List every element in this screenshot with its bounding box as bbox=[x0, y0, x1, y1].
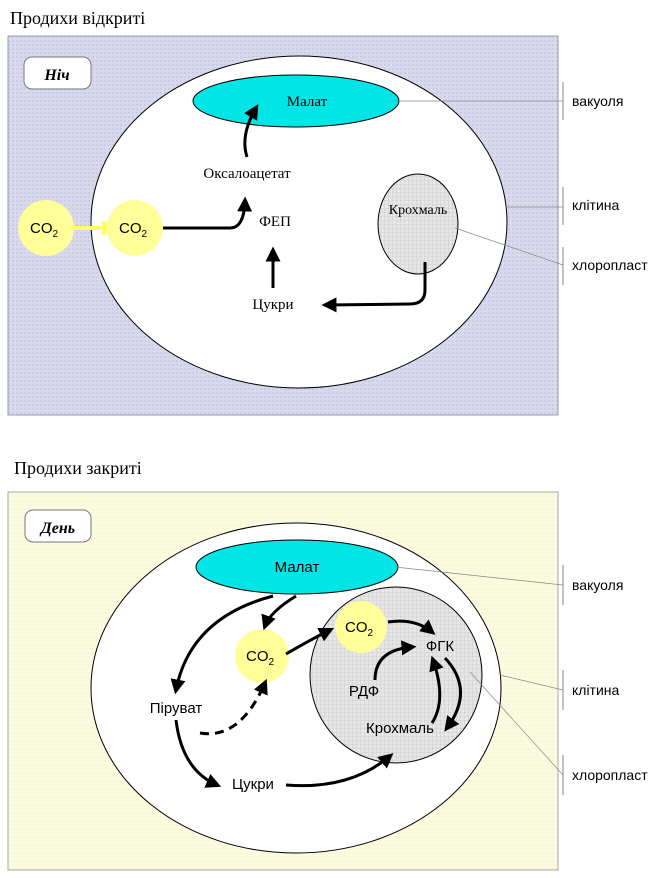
night-co2-outside-label: CO2 bbox=[30, 220, 59, 240]
night-legend-vacuole: вакуоля bbox=[572, 93, 623, 109]
day-legend-vacuole: вакуоля bbox=[572, 577, 623, 593]
night-label-box bbox=[23, 56, 92, 90]
day-arrow-co2-to-pga bbox=[387, 619, 436, 635]
day-period-label: День bbox=[39, 520, 75, 537]
night-chloroplast-pointer bbox=[454, 227, 564, 266]
day-malate-label: Малат bbox=[275, 559, 320, 576]
night-chloroplast bbox=[377, 173, 459, 275]
night-legend-cell: клітина bbox=[572, 197, 620, 213]
night-malate-label: Малат bbox=[287, 94, 328, 110]
day-co2-chloroplast-label: CO2 bbox=[345, 619, 374, 639]
day-pyruvate-label: Піруват bbox=[150, 700, 203, 717]
day-arrow-pyruvate-to-sugars bbox=[174, 719, 222, 788]
day-arrow-co2-to-chloroplast bbox=[285, 627, 335, 656]
day-arrow-pyruvate-to-co2-dashed bbox=[199, 678, 268, 736]
day-cell-pointer bbox=[499, 674, 564, 691]
day-legend-cell: клітина bbox=[572, 682, 620, 698]
night-period-label: Ніч bbox=[43, 67, 69, 84]
day-starch-label: Крохмаль bbox=[366, 720, 434, 737]
day-arrow-sugars-to-starch bbox=[285, 753, 394, 788]
night-co2-outside bbox=[18, 200, 74, 256]
day-vacuole-pointer bbox=[394, 566, 564, 586]
day-heading: Продихи закриті bbox=[14, 458, 142, 478]
day-co2-cytoplasm-label: CO2 bbox=[246, 648, 275, 668]
day-label-box bbox=[24, 509, 92, 543]
night-sugars-label: Цукри bbox=[252, 297, 293, 313]
day-chloroplast-pointer bbox=[469, 671, 564, 776]
night-co2-inside bbox=[107, 200, 163, 256]
night-pep-label: ФЕП bbox=[259, 214, 291, 230]
day-arrow-pga-to-starch bbox=[443, 656, 462, 732]
day-rubp-label: РДФ bbox=[349, 683, 379, 700]
night-legend-chloroplast: хлоропласт bbox=[572, 257, 648, 273]
night-starch-label: Крохмаль bbox=[389, 203, 447, 218]
day-sugars-label: Цукри bbox=[232, 776, 274, 793]
day-co2-cytoplasm bbox=[235, 629, 289, 683]
day-legend-chloroplast: хлоропласт bbox=[572, 767, 648, 783]
night-arrow-co2-to-oxaloacetate bbox=[163, 196, 253, 230]
day-pga-label: ФГК bbox=[426, 638, 455, 655]
day-co2-chloroplast bbox=[335, 601, 387, 653]
night-arrow-oxaloacetate-to-malate bbox=[243, 104, 259, 158]
night-oxaloacetate-label: Оксалоацетат bbox=[203, 166, 291, 182]
night-arrow-starch-to-sugars bbox=[321, 262, 427, 313]
day-arrow-cycle-return bbox=[429, 655, 444, 724]
night-heading: Продихи відкриті bbox=[10, 8, 145, 28]
day-arrow-malate-to-pyruvate bbox=[170, 594, 274, 695]
day-arrow-malate-to-co2 bbox=[261, 594, 297, 631]
night-co2-inside-label: CO2 bbox=[119, 220, 148, 240]
day-arrow-rubp-to-pga bbox=[373, 640, 417, 681]
